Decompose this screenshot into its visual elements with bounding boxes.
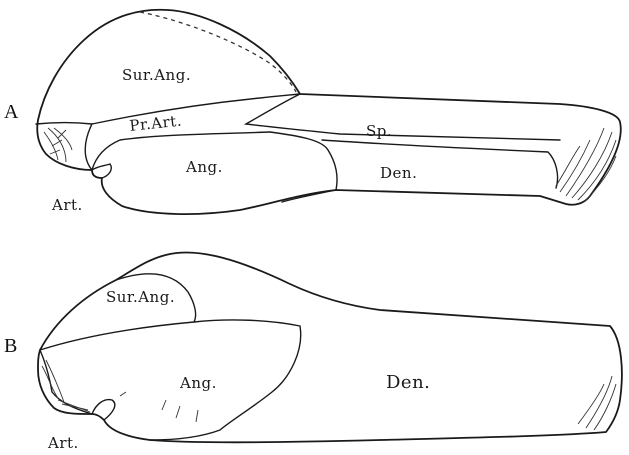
- figure-b-label-sur-ang: Sur.Ang.: [106, 288, 175, 306]
- figure-a-label-ang: Ang.: [185, 158, 223, 176]
- figure-b-articular-notch: [92, 400, 115, 420]
- figure-a-label-den: Den.: [380, 164, 417, 182]
- figure-b-angular-dentary-suture: [150, 320, 301, 440]
- figure-a-jaw-outline: [37, 10, 620, 214]
- figure-b-label-art: Art.: [47, 434, 79, 452]
- figure-a-dentary-curve: [282, 190, 336, 202]
- figure-b-label-ang: Ang.: [179, 374, 217, 392]
- figure-b-jaw-outline: [38, 252, 622, 442]
- figure-a-letter: A: [4, 101, 19, 123]
- figure-a-surangular-suture: [92, 94, 300, 124]
- figure-a-label-sp: Sp.: [366, 122, 392, 140]
- figure-b-angular-marks: [120, 392, 198, 422]
- figure-b-articular-boundary: [40, 350, 92, 414]
- figure-a-splenial-lower: [322, 140, 558, 188]
- figure-b: B Sur.Ang.: [4, 252, 622, 452]
- figure-a-tip-hatching: [556, 128, 616, 202]
- figure-b-surangular-suture: [40, 274, 196, 350]
- figure-a-prearticular-suture: [92, 132, 270, 170]
- figure-b-tip-hatching: [578, 376, 616, 430]
- figure-a-splenial-upper: [246, 94, 560, 140]
- figure-a: A: [4, 10, 621, 214]
- figure-b-letter: B: [4, 335, 17, 357]
- figure-a-articular-boundary: [36, 123, 92, 171]
- figure-a-label-sur-ang: Sur.Ang.: [122, 66, 191, 84]
- figure-a-label-art: Art.: [51, 196, 83, 214]
- figure-b-label-den: Den.: [386, 372, 430, 393]
